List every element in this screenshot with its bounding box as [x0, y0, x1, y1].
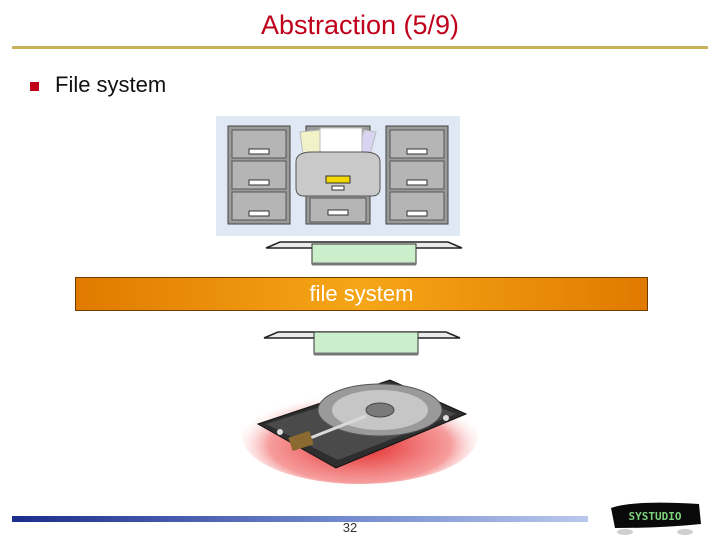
- bullet-square-icon: [30, 82, 39, 91]
- logo-icon: SYSTUDIO: [603, 498, 707, 538]
- footer-bar: [12, 516, 588, 522]
- file-system-layer-bar: file system: [75, 277, 648, 311]
- title-divider: [12, 46, 708, 49]
- file-system-label: file system: [309, 281, 414, 306]
- page-number: 32: [342, 520, 358, 535]
- bullet-text: File system: [55, 72, 167, 97]
- hard-disk-icon: [242, 379, 478, 484]
- logo-text: SYSTUDIO: [629, 510, 682, 523]
- interface-tray-upper: [265, 241, 463, 266]
- slide-title: Abstraction (5/9): [260, 10, 460, 40]
- file-cabinet-icon: [216, 116, 460, 236]
- interface-tray-lower: [263, 331, 461, 356]
